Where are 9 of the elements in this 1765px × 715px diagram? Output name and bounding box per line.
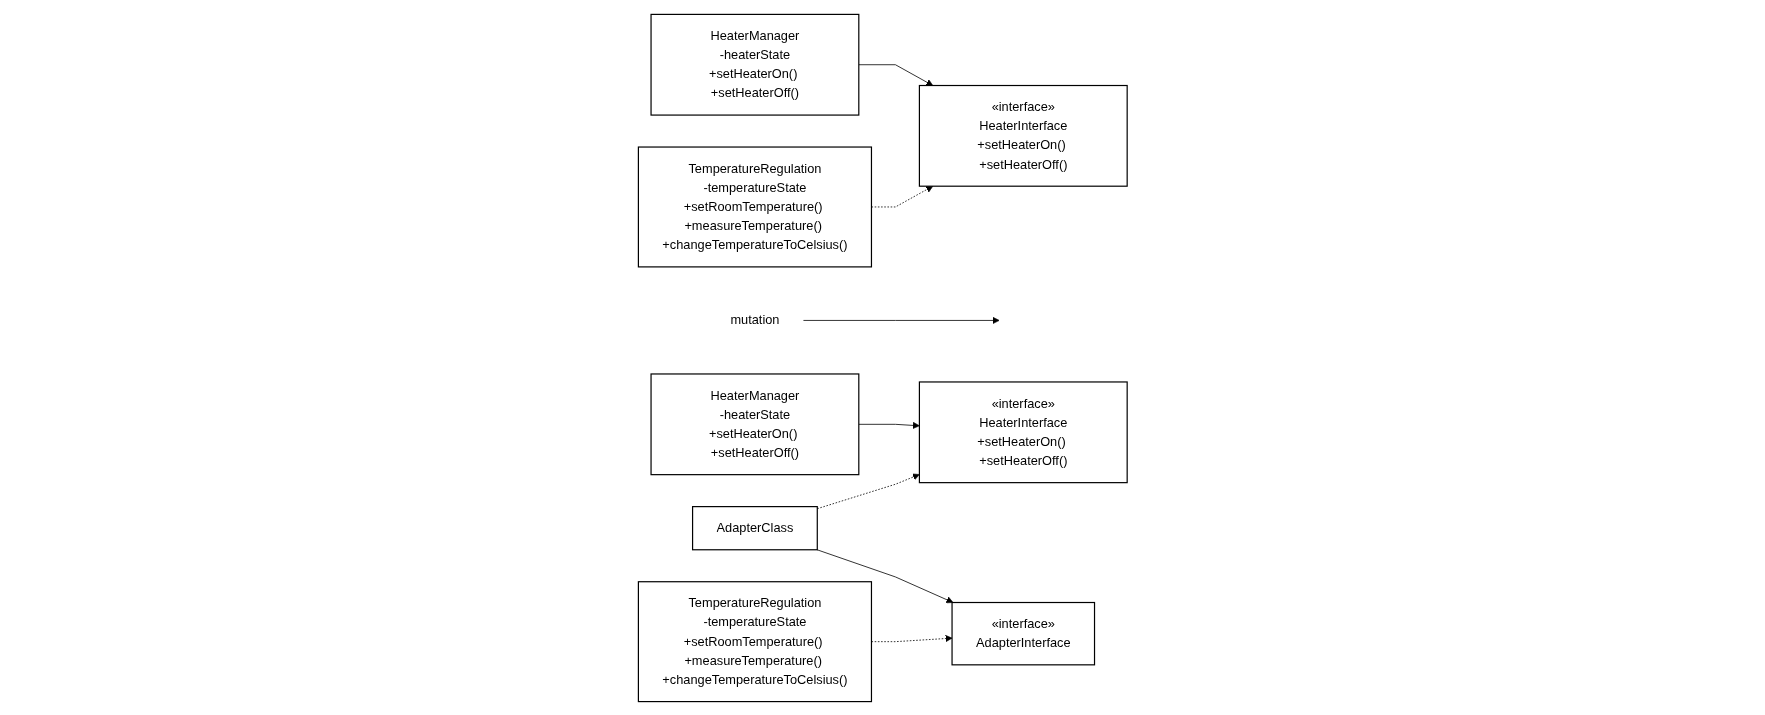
node-box: «interface» HeaterInterface +setHeaterOn() +setHeaterOff() (918, 84, 1128, 187)
node-box: TemperatureRegulation -temperatureState +setRoomTemperature() +measureTemperature() +changeTemperatureToCelsius() (637, 580, 872, 702)
node-box: AdapterClass (691, 505, 818, 550)
node-box: HeaterManager -heaterState +setHeaterOn() +setHeaterOff() (650, 372, 860, 475)
node-box: TemperatureRegulation -temperatureState +setRoomTemperature() +measureTemperature() +changeTemperatureToCelsius() (637, 145, 872, 267)
node-text: mutation (730, 312, 780, 327)
node-box: «interface» HeaterInterface +setHeaterOn() +setHeaterOff() (918, 380, 1128, 483)
node-box: «interface» AdapterInterface (951, 601, 1095, 665)
node-box: HeaterManager -heaterState +setHeaterOn() +setHeaterOff() (650, 13, 860, 116)
